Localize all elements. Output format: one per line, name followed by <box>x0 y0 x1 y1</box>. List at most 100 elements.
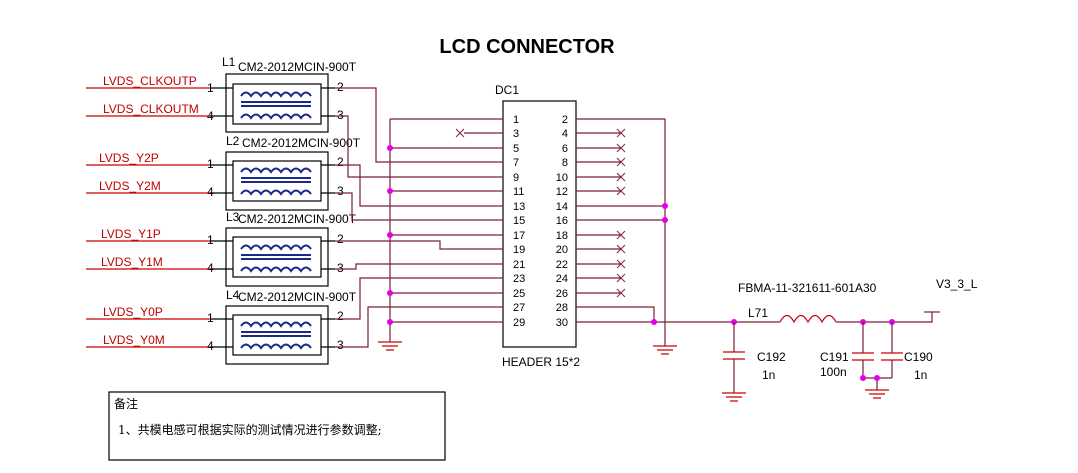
pin-label: 5 <box>513 143 519 155</box>
pin-number: 1 <box>207 81 214 95</box>
connector-name: HEADER 15*2 <box>502 355 580 369</box>
pin-label: 26 <box>556 288 568 300</box>
wire <box>836 312 933 323</box>
pin-number: 4 <box>207 261 214 275</box>
pin-label: 8 <box>562 157 568 169</box>
coil-bottom <box>240 266 312 273</box>
coil-top <box>240 167 312 174</box>
nc-stubs <box>464 132 621 294</box>
choke-part: CM2-2012MCIN-900T <box>238 290 357 304</box>
pin-label: 22 <box>556 259 568 271</box>
junction-dot <box>662 203 668 209</box>
pin-number: 1 <box>207 311 214 325</box>
ground-bus-right <box>604 118 677 355</box>
choke-inner <box>232 314 322 356</box>
no-connect-markers <box>455 128 626 298</box>
pin-label: 21 <box>513 259 525 271</box>
ground-taps <box>390 118 476 323</box>
wire <box>335 192 476 221</box>
pin-label: 30 <box>556 317 568 329</box>
coil-core <box>241 101 311 107</box>
wire <box>335 164 476 207</box>
choke-part: CM2-2012MCIN-900T <box>238 60 357 74</box>
junction-dot <box>860 375 866 381</box>
bead-coil <box>779 314 837 324</box>
pin-label: 6 <box>562 143 568 155</box>
pin-label: 7 <box>513 157 519 169</box>
note-heading: 备注 <box>114 396 138 411</box>
input-wires <box>86 87 210 348</box>
choke-l4: L4 CM2-2012MCIN-900T 1 4 2 3 <box>207 288 357 365</box>
note-box: 备注 1、共模电感可根据实际的测试情况进行参数调整; <box>108 391 446 461</box>
pin-label: 9 <box>513 172 519 184</box>
choke-ref: L2 <box>226 134 240 148</box>
net-label: LVDS_Y1M <box>101 255 163 269</box>
pin-number: 3 <box>337 184 344 198</box>
pin-label: 24 <box>556 273 568 285</box>
net-label: LVDS_Y0M <box>103 333 165 347</box>
left-pin-stubs <box>476 118 503 323</box>
ground-symbol <box>378 341 402 351</box>
bead-ref: L71 <box>748 306 768 320</box>
cap-ref: C192 <box>757 350 786 364</box>
pin-label: 28 <box>556 302 568 314</box>
junction-dot <box>387 290 393 296</box>
net-label: LVDS_Y1P <box>101 227 161 241</box>
pin-label: 20 <box>556 244 568 256</box>
pin-number: 2 <box>337 80 344 94</box>
choke-inner <box>232 236 322 278</box>
ground-taps <box>604 205 665 221</box>
choke-part: CM2-2012MCIN-900T <box>242 136 361 150</box>
pin-number: 2 <box>337 155 344 169</box>
choke-body <box>225 227 329 287</box>
pin-number: 2 <box>337 232 344 246</box>
coil-bottom <box>240 343 312 350</box>
coil-top <box>240 321 312 328</box>
wire <box>335 87 476 163</box>
junction-dot <box>387 188 393 194</box>
coil-top <box>240 244 312 251</box>
cap-value: 100n <box>820 365 847 379</box>
ground-symbol <box>722 392 746 402</box>
pin-number: 4 <box>207 109 214 123</box>
connector-dc1: DC1 HEADER 15*2 1 3 5 7 9 11 13 15 17 19… <box>476 83 604 369</box>
ground-symbol <box>865 389 889 399</box>
ground-bus-left <box>378 118 476 351</box>
choke-inner <box>232 83 322 125</box>
junction-dot <box>387 232 393 238</box>
choke-ref: L3 <box>226 210 240 224</box>
cap-ref: C190 <box>904 350 933 364</box>
net-label: LVDS_Y2M <box>99 179 161 193</box>
pin-label: 10 <box>556 172 568 184</box>
nc-mark <box>455 128 465 138</box>
junction-dot <box>651 319 657 325</box>
ground-bus <box>604 118 666 346</box>
pin-label: 27 <box>513 302 525 314</box>
net-label: LVDS_CLKOUTM <box>103 102 199 116</box>
pin-label: 29 <box>513 317 525 329</box>
choke-body <box>225 73 329 133</box>
pin-number: 1 <box>207 233 214 247</box>
pin-label: 11 <box>513 186 524 198</box>
pin-label: 18 <box>556 230 568 242</box>
wire <box>335 240 476 250</box>
pin-label: 1 <box>513 114 519 126</box>
note-line: 1、共模电感可根据实际的测试情况进行参数调整; <box>118 422 382 437</box>
net-label: LVDS_Y2P <box>99 151 159 165</box>
pin-label: 15 <box>513 215 525 227</box>
cap-value: 1n <box>762 368 775 382</box>
pin-label: 12 <box>556 186 568 198</box>
cap-plates <box>723 351 745 360</box>
pin-number: 3 <box>337 338 344 352</box>
junction-dot <box>387 319 393 325</box>
right-pin-stubs <box>576 118 604 323</box>
cap-plates <box>881 352 903 361</box>
coil-top <box>240 91 312 98</box>
pin-label: 13 <box>513 201 525 213</box>
coil-core <box>241 177 311 183</box>
junction-dot <box>662 217 668 223</box>
input-nets: LVDS_CLKOUTP LVDS_CLKOUTM LVDS_Y2P LVDS_… <box>86 74 210 348</box>
coil-core <box>241 254 311 260</box>
pin-label: 2 <box>562 114 568 126</box>
